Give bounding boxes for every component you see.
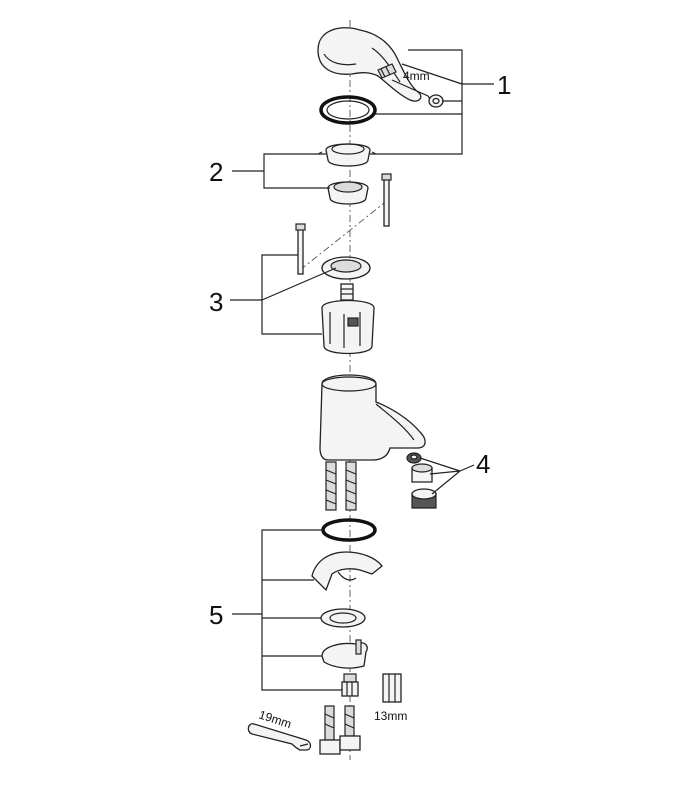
lever-handle xyxy=(317,27,422,102)
adapter-ring xyxy=(327,181,369,205)
grub-screw xyxy=(377,63,397,79)
fixing-screw-left xyxy=(295,223,306,275)
callout-5: 5 xyxy=(209,600,223,630)
aerator-washer xyxy=(406,452,422,464)
hex-key-size-label: 4mm xyxy=(403,69,430,83)
cartridge xyxy=(321,283,375,355)
flexible-hoses xyxy=(325,461,357,511)
aerator-insert xyxy=(411,463,433,483)
callout-2: 2 xyxy=(209,157,223,187)
handle-cap xyxy=(428,94,444,108)
callout-1: 1 xyxy=(497,70,511,100)
screw-axis xyxy=(299,199,389,271)
callout-4: 4 xyxy=(476,449,490,479)
mounting-washer xyxy=(320,608,366,628)
callout-3: 3 xyxy=(209,287,223,317)
mixer-body xyxy=(319,374,426,461)
base-o-ring xyxy=(321,518,377,542)
adapter-sleeve xyxy=(317,143,377,167)
fixing-screw-right xyxy=(381,173,392,227)
box-spanner-size-label: 13mm xyxy=(374,709,407,723)
counter-plate xyxy=(311,551,383,592)
mounting-bracket xyxy=(321,639,368,669)
open-spanner-icon xyxy=(247,723,312,751)
fixing-nut xyxy=(341,673,359,697)
box-spanner-icon xyxy=(382,673,402,703)
cartridge-nut xyxy=(321,256,371,280)
hose-connections xyxy=(319,705,361,755)
handle-ring xyxy=(319,95,377,125)
leader-lines xyxy=(230,49,494,691)
aerator-housing xyxy=(411,488,437,509)
